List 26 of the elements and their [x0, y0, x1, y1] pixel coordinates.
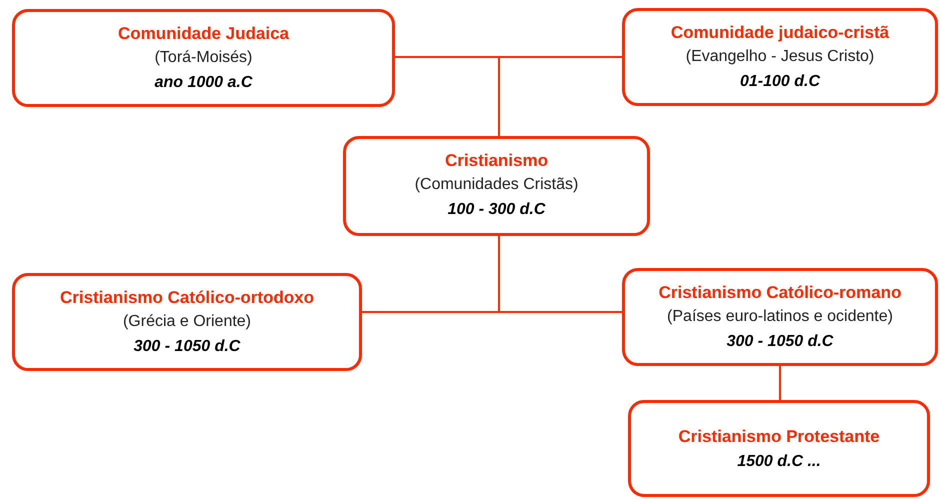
node-title: Cristianismo Católico-ortodoxo — [60, 287, 314, 309]
rounded-box — [12, 9, 395, 107]
node-title: Cristianismo Católico-romano — [658, 282, 902, 304]
node-subtitle: (Grécia e Oriente) — [122, 312, 252, 332]
rounded-box — [12, 273, 362, 371]
node-title: Cristianismo — [445, 150, 548, 172]
connector-line — [498, 56, 622, 136]
node-title: Comunidade Judaica — [118, 23, 289, 45]
connector-line — [779, 366, 781, 400]
node-date: 300 - 1050 d.C — [726, 332, 834, 352]
rounded-box — [628, 400, 930, 497]
node-date: 01-100 d.C — [740, 72, 820, 92]
node-subtitle: (Torá-Moisés) — [154, 48, 252, 68]
node-subtitle: (Evangelho - Jesus Cristo) — [686, 47, 874, 67]
node-date: 100 - 300 d.C — [448, 200, 546, 220]
node-subtitle: (Comunidades Cristãs) — [414, 175, 578, 195]
rounded-box — [622, 8, 938, 106]
node-title: Comunidade judaico-cristã — [670, 22, 890, 44]
node-date: ano 1000 a.C — [154, 73, 252, 93]
node-date: 1500 d.C ... — [737, 452, 821, 472]
node-title: Cristianismo Protestante — [678, 426, 880, 448]
rounded-box — [622, 268, 938, 366]
node-subtitle: (Países euro-latinos e ocidente) — [667, 307, 893, 327]
connector-line — [498, 236, 622, 313]
node-date: 300 - 1050 d.C — [134, 337, 240, 357]
rounded-box — [343, 136, 650, 236]
